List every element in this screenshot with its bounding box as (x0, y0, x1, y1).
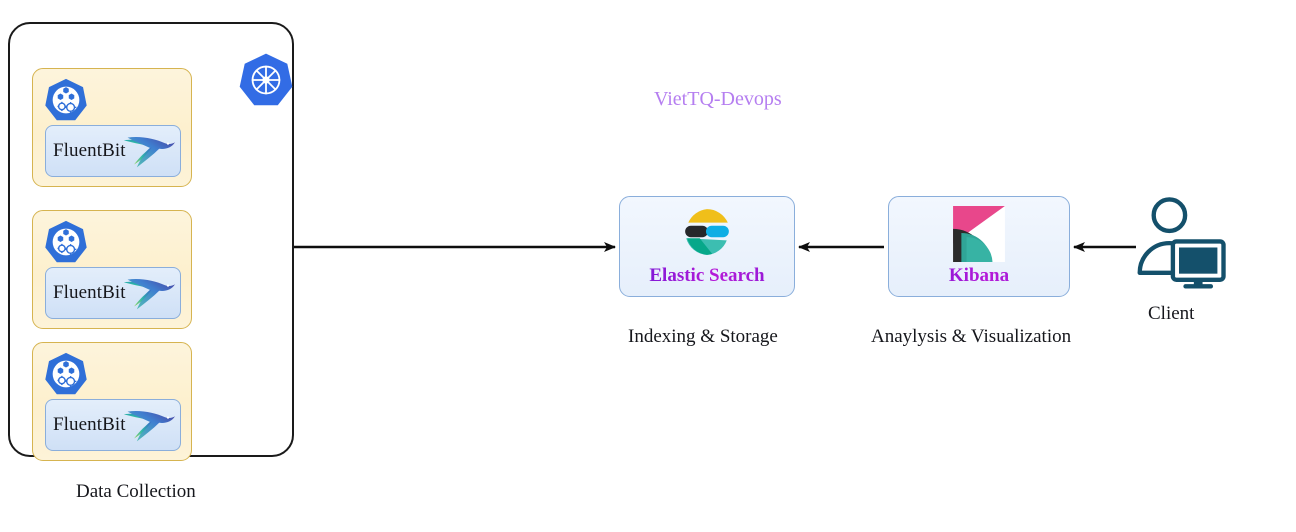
fluentbit-card: FluentBit (45, 125, 181, 177)
kibana-icon (953, 206, 1005, 262)
fluentbit-bird-icon (123, 410, 175, 442)
fluentbit-bird-icon (123, 278, 175, 310)
kibana-caption: Anaylysis & Visualization (871, 326, 1072, 347)
elasticsearch-icon (685, 209, 729, 255)
client-label: Client (1148, 303, 1195, 324)
elasticsearch-label: Elastic Search (620, 265, 794, 287)
kibana-label: Kibana (889, 265, 1069, 287)
pod-card: FluentBit (32, 342, 192, 461)
page-title: VietTQ-Devops (654, 88, 782, 110)
fluentbit-label: FluentBit (53, 282, 126, 303)
kubernetes-icon (239, 53, 293, 106)
fluentbit-card: FluentBit (45, 399, 181, 451)
kubernetes-cluster-container: FluentBit (8, 22, 294, 461)
fluentbit-bird-icon (123, 136, 175, 168)
kubernetes-pod-icon (45, 220, 87, 263)
elasticsearch-caption: Indexing & Storage (628, 326, 778, 347)
user-with-monitor-icon (1137, 197, 1226, 289)
elasticsearch-card: Elastic Search (619, 196, 795, 297)
fluentbit-card: FluentBit (45, 267, 181, 319)
fluentbit-label: FluentBit (53, 414, 126, 435)
pod-card: FluentBit (32, 210, 192, 329)
kubernetes-pod-icon (45, 78, 87, 121)
kubernetes-pod-icon (45, 352, 87, 395)
cluster-caption: Data Collection (76, 481, 196, 502)
fluentbit-label: FluentBit (53, 140, 126, 161)
kibana-card: Kibana (888, 196, 1070, 297)
pod-card: FluentBit (32, 68, 192, 187)
